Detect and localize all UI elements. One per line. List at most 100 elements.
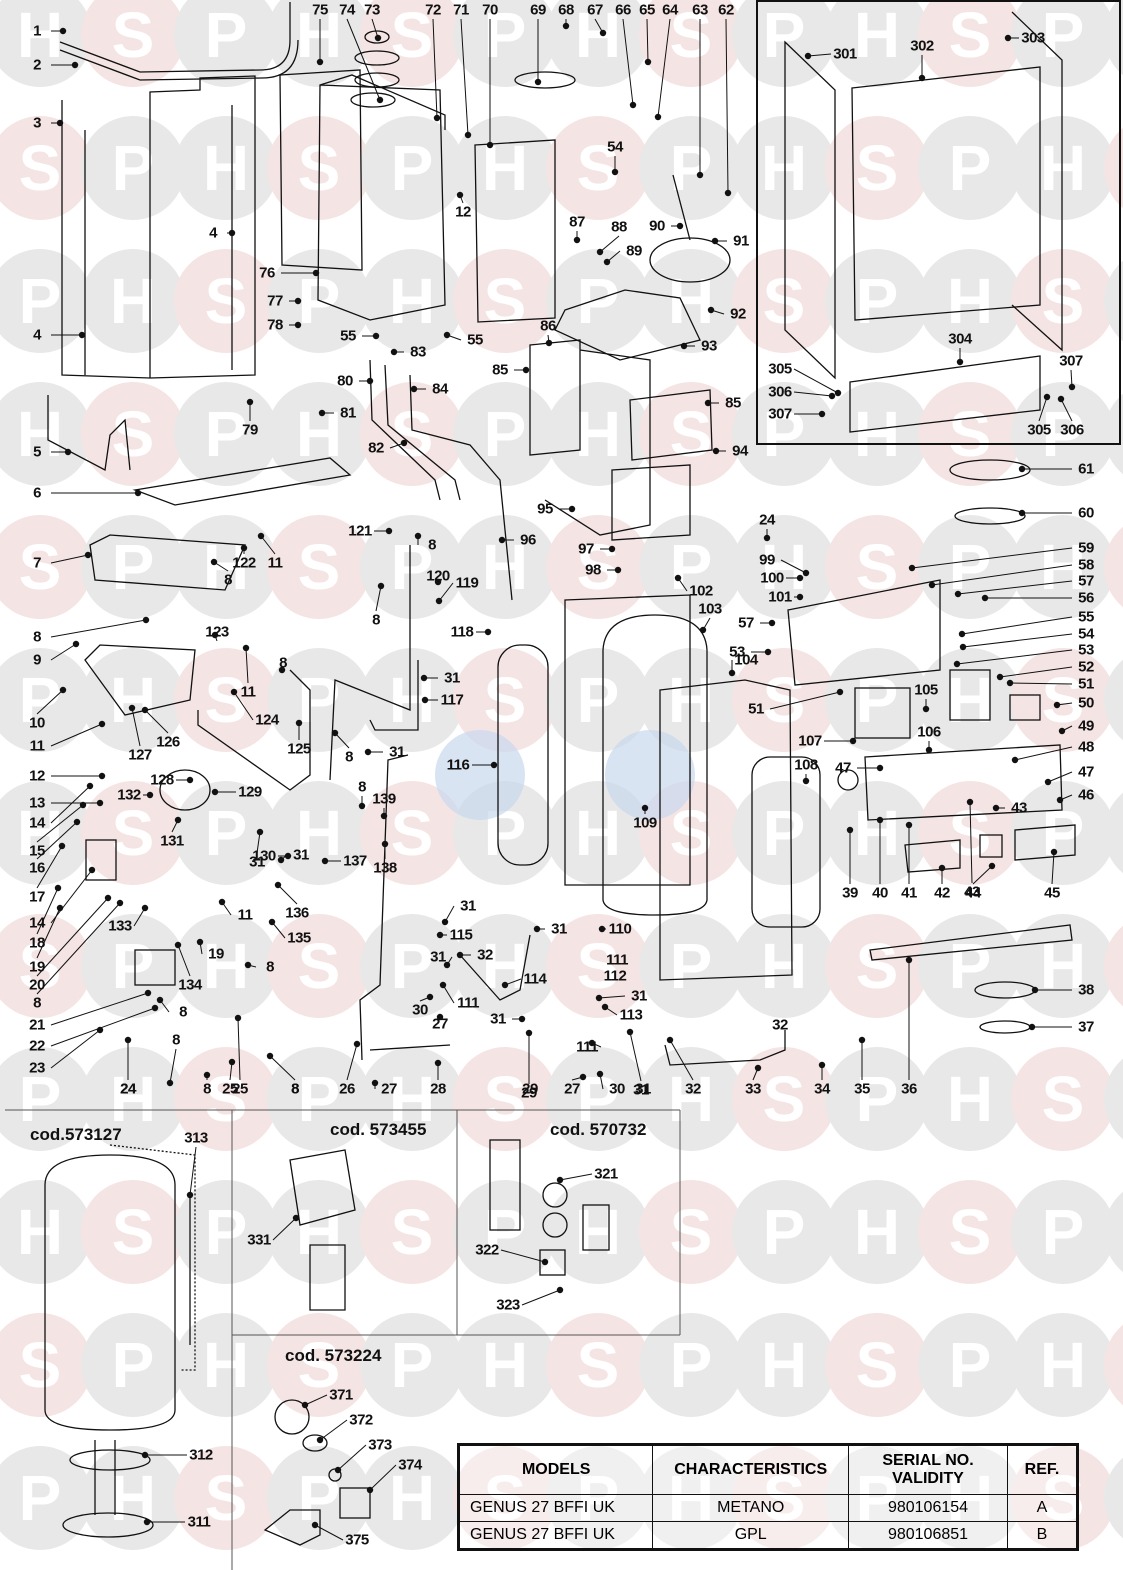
watermark-letter: P bbox=[670, 930, 713, 1002]
callout-dot bbox=[141, 706, 149, 714]
part-callout-101: 101 bbox=[768, 588, 792, 606]
watermark-circle bbox=[546, 1047, 650, 1151]
table-row: GENUS 27 BFFI UK GPL 980106851 B bbox=[457, 1521, 1078, 1550]
watermark-letter: S bbox=[19, 132, 62, 204]
callout-dot bbox=[464, 131, 472, 139]
watermark-circle bbox=[0, 1313, 92, 1417]
callout-dot bbox=[380, 812, 388, 820]
leader-line bbox=[50, 643, 77, 661]
part-callout-105: 105 bbox=[914, 681, 938, 699]
watermark-letter: H bbox=[761, 531, 807, 603]
watermark-circle bbox=[918, 1047, 1022, 1151]
chamber-side-panel bbox=[279, 69, 363, 271]
part-callout-53: 53 bbox=[1078, 641, 1094, 659]
part-callout-138: 138 bbox=[373, 859, 397, 877]
watermark-circle bbox=[81, 1446, 185, 1550]
part-callout-77: 77 bbox=[267, 292, 283, 310]
watermark-letter: P bbox=[19, 664, 62, 736]
watermark-circle bbox=[360, 1313, 464, 1417]
callout-dot bbox=[144, 989, 152, 997]
kit-part-callout-372: 372 bbox=[349, 1411, 373, 1429]
part-callout-123: 123 bbox=[205, 623, 229, 641]
pipe-121 bbox=[329, 545, 411, 781]
watermark-letter: S bbox=[112, 797, 155, 869]
callout-dot bbox=[1056, 796, 1064, 804]
watermark-circle bbox=[81, 249, 185, 353]
part-callout-11: 11 bbox=[237, 906, 253, 924]
watermark-circle bbox=[1104, 127, 1123, 209]
watermark-circle bbox=[639, 914, 743, 1018]
callout-dot bbox=[58, 842, 66, 850]
leader-line bbox=[1047, 771, 1073, 783]
callout-dot bbox=[274, 881, 282, 889]
part-callout-87: 87 bbox=[569, 213, 585, 231]
side-panel-right bbox=[1011, 11, 1063, 352]
callout-dot bbox=[78, 331, 86, 339]
watermark-letter: H bbox=[17, 0, 63, 71]
callout-dot bbox=[318, 409, 326, 417]
part-callout-137: 137 bbox=[343, 852, 367, 870]
leader-line bbox=[50, 869, 93, 924]
watermark-letter: P bbox=[112, 132, 155, 204]
part-callout-50: 50 bbox=[1078, 694, 1094, 712]
callout-dot bbox=[858, 1036, 866, 1044]
callout-dot bbox=[353, 1040, 361, 1048]
kit-part-callout-322: 322 bbox=[475, 1241, 499, 1259]
leader-line bbox=[793, 391, 833, 397]
part-callout-103: 103 bbox=[698, 600, 722, 618]
watermark-letter: P bbox=[670, 132, 713, 204]
part-callout-98: 98 bbox=[585, 561, 601, 579]
callout-dot bbox=[59, 27, 67, 35]
part-callout-14: 14 bbox=[29, 814, 45, 832]
watermark-circle bbox=[453, 648, 557, 752]
watermark-circle bbox=[1011, 116, 1115, 220]
part-callout-89: 89 bbox=[626, 242, 642, 260]
callout-dot bbox=[218, 898, 226, 906]
leader-line bbox=[931, 564, 1073, 586]
watermark-circle bbox=[546, 1313, 650, 1417]
watermark-letter: H bbox=[761, 132, 807, 204]
watermark-letter: S bbox=[949, 0, 992, 71]
part-callout-65: 65 bbox=[639, 1, 655, 19]
callout-dot bbox=[704, 399, 712, 407]
watermark-circle bbox=[825, 1047, 929, 1151]
watermark-letter: S bbox=[1042, 664, 1085, 736]
leader-line bbox=[629, 1031, 642, 1082]
watermark-circle bbox=[918, 0, 1022, 87]
callout-dot bbox=[603, 258, 611, 266]
callout-dot bbox=[377, 582, 385, 590]
watermark-letter: P bbox=[670, 1329, 713, 1401]
callout-dot bbox=[680, 342, 688, 350]
part-callout-57: 57 bbox=[738, 614, 754, 632]
callout-dot bbox=[203, 1071, 211, 1079]
callout-dot bbox=[925, 746, 933, 754]
part-callout-302: 302 bbox=[910, 37, 934, 55]
part-callout-70: 70 bbox=[482, 1, 498, 19]
watermark-circle bbox=[267, 0, 371, 87]
callout-dot bbox=[501, 981, 509, 989]
callout-dot bbox=[938, 864, 946, 872]
watermark-circle bbox=[732, 781, 836, 885]
callout-dot bbox=[905, 956, 913, 964]
watermark-letter: S bbox=[391, 797, 434, 869]
part-callout-78: 78 bbox=[267, 316, 283, 334]
watermark-letter: P bbox=[484, 398, 527, 470]
cylinder-insulation-back bbox=[564, 594, 691, 886]
leader-line bbox=[956, 649, 1073, 665]
part-callout-61: 61 bbox=[1078, 460, 1094, 478]
kit-part-callout-323: 323 bbox=[496, 1296, 520, 1314]
callout-dot bbox=[128, 704, 136, 712]
watermark-letter: S bbox=[19, 1329, 62, 1401]
watermark-circle bbox=[546, 515, 650, 619]
part-callout-29: 29 bbox=[521, 1084, 537, 1102]
part-callout-41: 41 bbox=[901, 884, 917, 902]
callout-dot bbox=[257, 532, 265, 540]
part-callout-112: 112 bbox=[603, 967, 627, 985]
callout-dot bbox=[707, 306, 715, 314]
watermark-letter: S bbox=[19, 531, 62, 603]
part-callout-31: 31 bbox=[444, 669, 460, 687]
callout-dot bbox=[210, 558, 218, 566]
part-callout-133: 133 bbox=[108, 917, 132, 935]
part-callout-22: 22 bbox=[29, 1037, 45, 1055]
